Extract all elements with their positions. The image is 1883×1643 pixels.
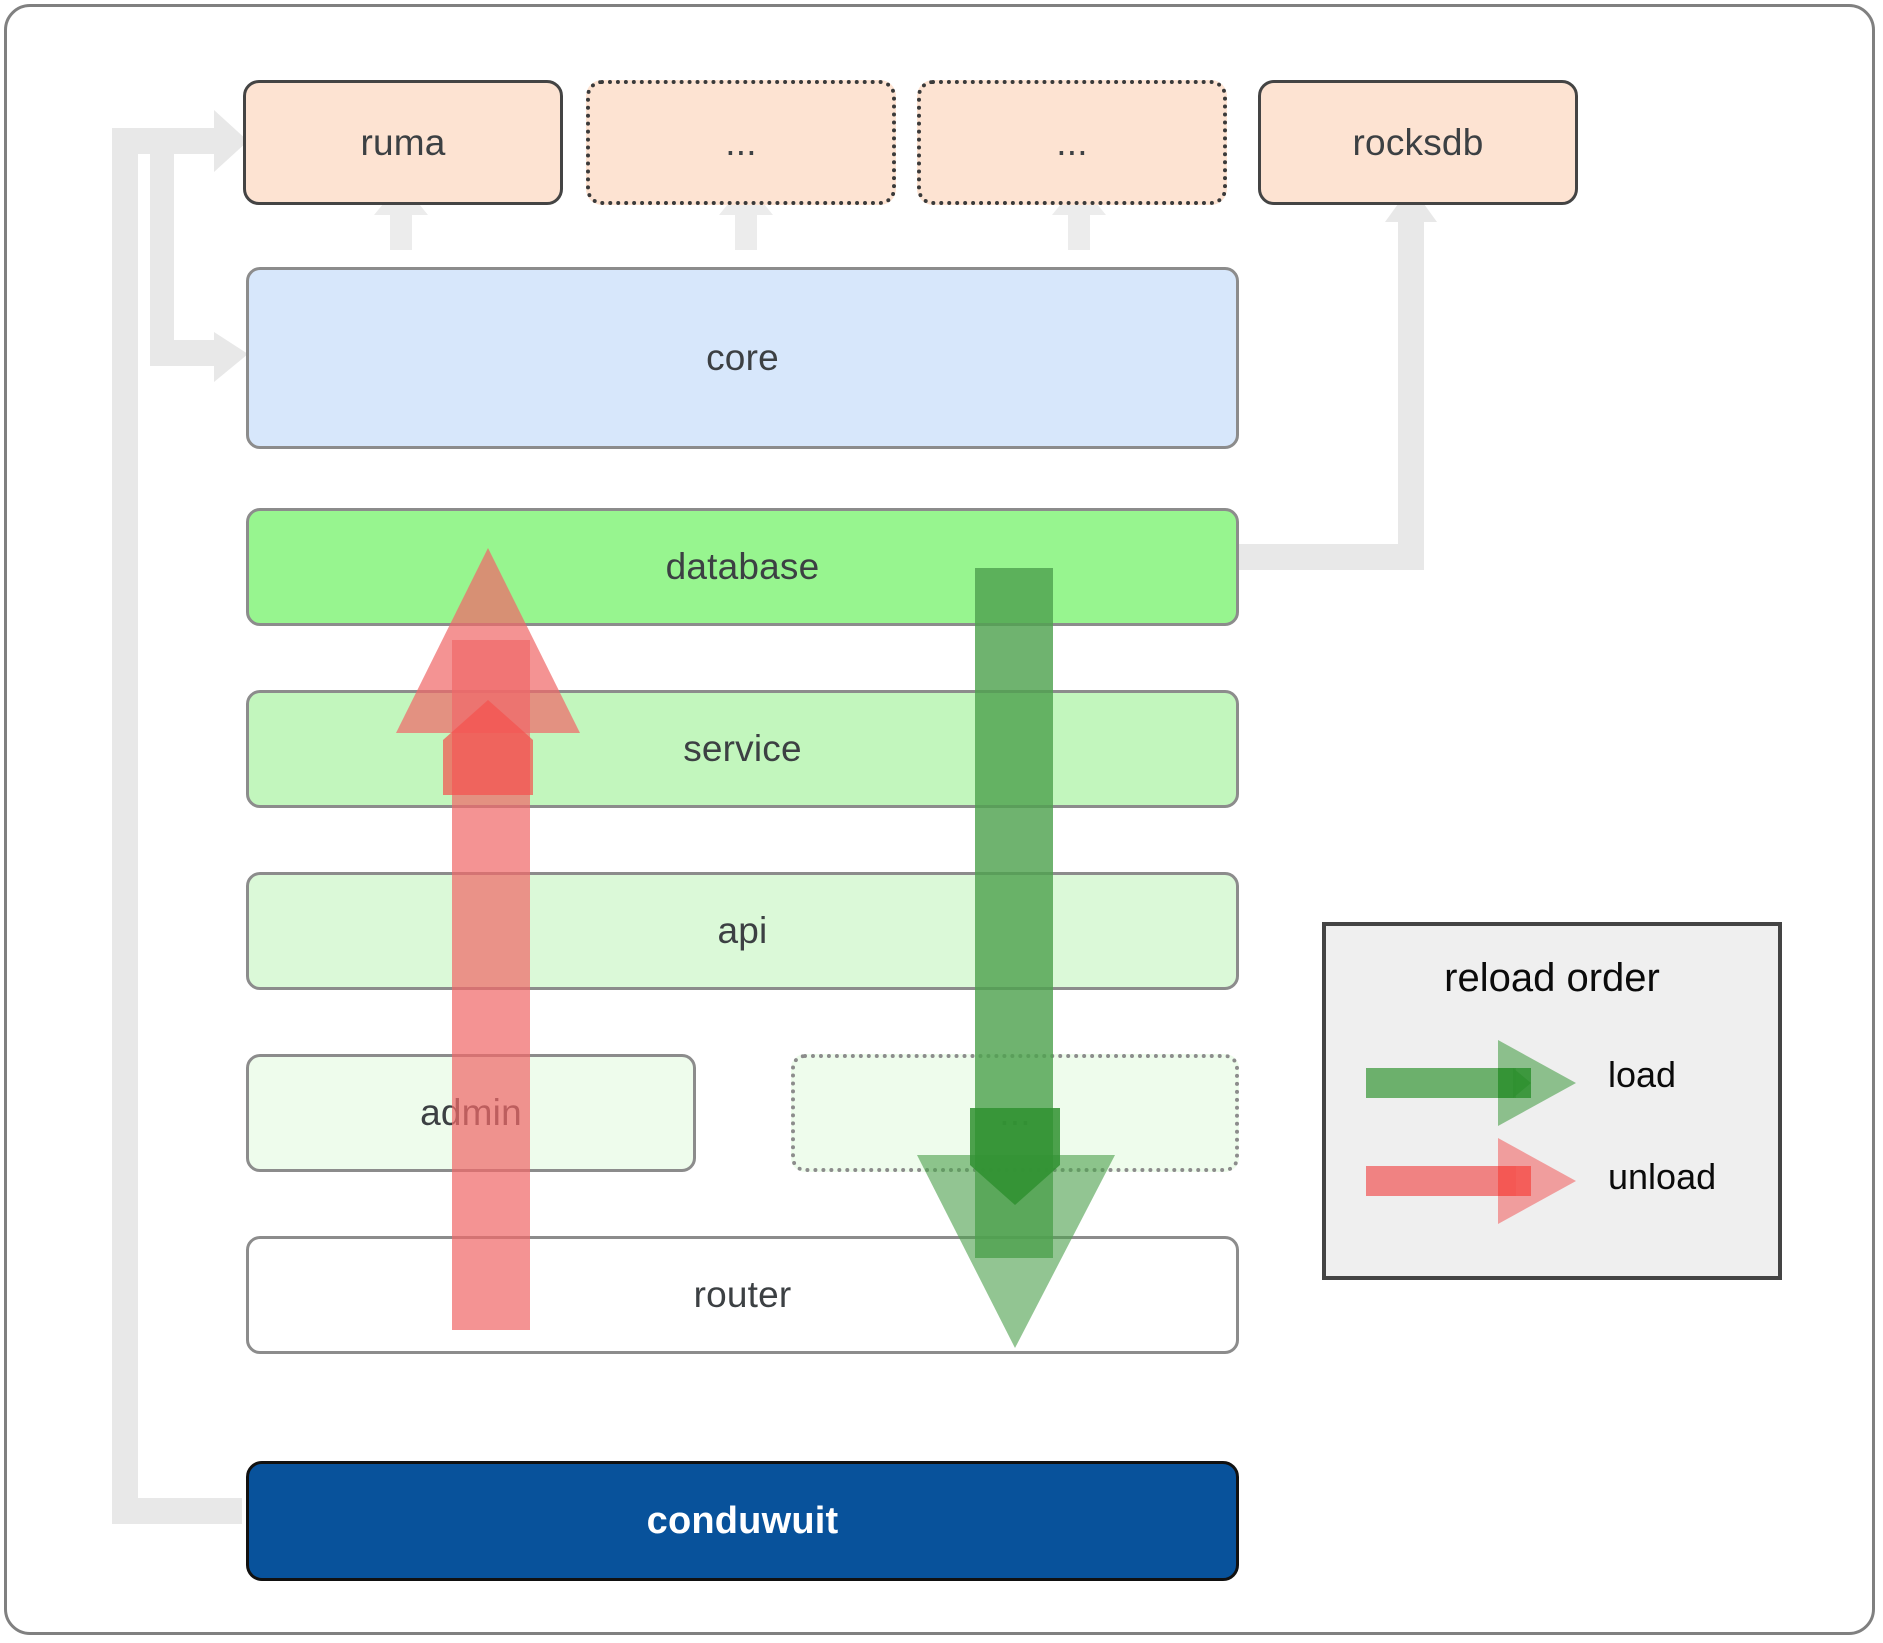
layer-label: router [693, 1274, 792, 1315]
layer-box-api[interactable]: api [246, 872, 1239, 990]
layer-label: database [665, 546, 820, 587]
layer-label: admin [420, 1092, 522, 1133]
legend-swatches [1366, 1040, 1576, 1224]
layer-label: service [683, 728, 802, 769]
legend-label-load: load [1608, 1054, 1677, 1095]
layer-box-core[interactable]: core [246, 267, 1239, 449]
dependency-label: rocksdb [1352, 121, 1484, 163]
dependency-label: ruma [360, 121, 446, 163]
binary-label: conduwuit [646, 1499, 839, 1542]
legend-swatch-load [1366, 1040, 1576, 1126]
binary-box-conduwuit[interactable]: conduwuit [246, 1461, 1239, 1581]
layer-label: ... [999, 1092, 1031, 1133]
layer-box-router[interactable]: router [246, 1236, 1239, 1354]
layer-box-service[interactable]: service [246, 690, 1239, 808]
legend-panel: reload order load unload [1322, 922, 1782, 1280]
layer-box-ellipsis[interactable]: ... [791, 1054, 1239, 1172]
dependency-box-ellipsis-1[interactable]: ... [586, 80, 896, 205]
layer-label: api [717, 910, 768, 951]
dependency-label: ... [1056, 121, 1088, 163]
dependency-box-ellipsis-2[interactable]: ... [917, 80, 1227, 205]
dependency-label: ... [725, 121, 757, 163]
legend-title: reload order [1444, 956, 1660, 1000]
legend-swatch-unload [1366, 1138, 1576, 1224]
layer-label: core [706, 337, 779, 378]
dependency-box-ruma[interactable]: ruma [243, 80, 563, 205]
layer-box-database[interactable]: database [246, 508, 1239, 626]
legend-label-unload: unload [1608, 1156, 1717, 1197]
dependency-box-rocksdb[interactable]: rocksdb [1258, 80, 1578, 205]
layer-box-admin[interactable]: admin [246, 1054, 696, 1172]
